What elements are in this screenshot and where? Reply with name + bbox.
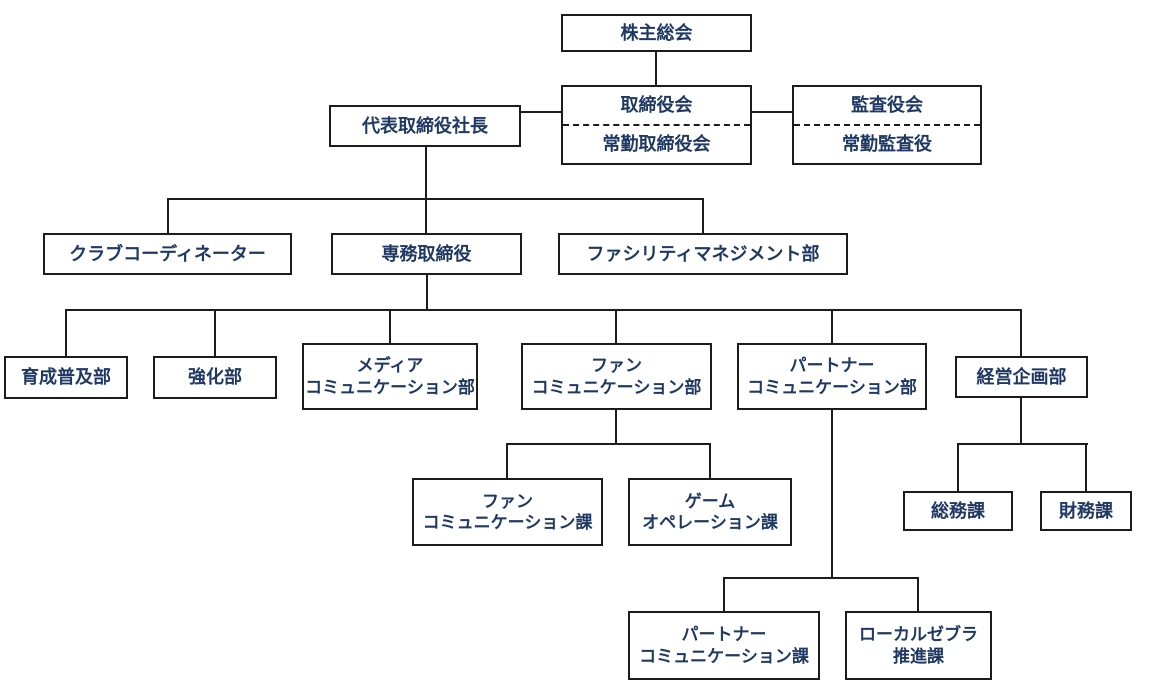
connector-line xyxy=(426,275,428,311)
connector-line xyxy=(389,309,391,343)
connector-line xyxy=(521,111,561,113)
org-node-game-operation-section-line2: オペレーション課 xyxy=(642,513,778,532)
org-node-fan-comm-section-line1: ファン xyxy=(482,491,533,511)
org-node-partner-comm-dept-line2: コミュニケーション部 xyxy=(747,377,917,397)
connector-line xyxy=(214,309,216,356)
connector-line xyxy=(655,51,657,85)
org-node-corporate-planning-dept: 経営企画部 xyxy=(955,356,1088,398)
org-node-board-of-directors-bottom: 常勤取締役会 xyxy=(602,134,711,155)
org-node-local-zebra-section-line1: ローカルゼブラ xyxy=(859,625,978,645)
connector-line xyxy=(723,577,919,579)
org-node-partner-comm-section-line2: コミュニケーション課 xyxy=(639,646,809,666)
org-node-club-coordinator: クラブコーディネーター xyxy=(43,233,292,275)
connector-line xyxy=(615,309,617,343)
org-node-facility-management-dept: ファシリティマネジメント部 xyxy=(558,233,848,275)
org-node-audit-board-top: 監査役会 xyxy=(794,87,980,126)
org-node-development-dept: 育成普及部 xyxy=(4,356,128,399)
connector-line xyxy=(1085,443,1087,491)
org-node-media-comm-dept-line1: メディア xyxy=(356,356,424,376)
connector-line xyxy=(917,577,919,611)
org-node-board-of-directors-top: 取締役会 xyxy=(563,87,750,126)
connector-line xyxy=(506,443,711,445)
org-node-fan-comm-dept-line2: コミュニケーション部 xyxy=(531,377,702,397)
org-node-game-operation-section-line1: ゲーム xyxy=(684,491,736,511)
connector-line xyxy=(1020,398,1022,445)
org-node-audit-board: 監査役会 常勤監査役 xyxy=(792,85,982,165)
connector-line xyxy=(615,410,617,445)
org-node-general-affairs-section: 総務課 xyxy=(903,491,1013,531)
connector-line xyxy=(167,198,169,233)
org-node-partner-comm-dept-line1: パートナー xyxy=(789,356,875,376)
org-node-game-operation-section: ゲーム オペレーション課 xyxy=(628,478,792,546)
org-node-fan-comm-section: ファン コミュニケーション課 xyxy=(412,478,603,546)
connector-line xyxy=(709,443,711,478)
connector-line xyxy=(425,147,427,233)
org-node-shareholders-meeting: 株主総会 xyxy=(561,14,752,52)
org-node-fan-comm-dept: ファン コミュニケーション部 xyxy=(521,343,712,410)
org-node-partner-comm-section: パートナー コミュニケーション課 xyxy=(628,611,820,680)
connector-line xyxy=(1020,309,1022,356)
connector-line xyxy=(831,309,833,343)
org-node-board-of-directors: 取締役会 常勤取締役会 xyxy=(561,85,752,165)
org-node-partner-comm-section-line1: パートナー xyxy=(681,625,767,645)
org-node-local-zebra-section-line2: 推進課 xyxy=(893,646,944,666)
org-node-partner-comm-dept: パートナー コミュニケーション部 xyxy=(737,343,927,410)
org-node-media-comm-dept-line2: コミュニケーション部 xyxy=(305,377,475,397)
org-node-fan-comm-dept-line1: ファン xyxy=(591,356,642,376)
org-node-local-zebra-section: ローカルゼブラ 推進課 xyxy=(845,611,992,680)
org-node-media-comm-dept: メディア コミュニケーション部 xyxy=(302,343,478,410)
org-node-strengthening-dept: 強化部 xyxy=(153,356,277,399)
connector-line xyxy=(723,577,725,611)
connector-line xyxy=(957,443,959,491)
connector-line xyxy=(167,198,704,200)
org-node-audit-board-bottom: 常勤監査役 xyxy=(842,134,932,155)
org-node-finance-section: 財務課 xyxy=(1040,491,1132,531)
connector-line xyxy=(831,410,833,579)
org-node-president: 代表取締役社長 xyxy=(329,105,521,147)
connector-line xyxy=(65,309,67,356)
connector-line xyxy=(957,443,1088,445)
connector-line xyxy=(702,198,704,233)
connector-line xyxy=(506,443,508,478)
org-node-senior-managing-director: 専務取締役 xyxy=(331,233,522,275)
org-node-fan-comm-section-line2: コミュニケーション課 xyxy=(422,513,593,532)
connector-line xyxy=(752,111,792,113)
connector-line xyxy=(65,309,1022,311)
